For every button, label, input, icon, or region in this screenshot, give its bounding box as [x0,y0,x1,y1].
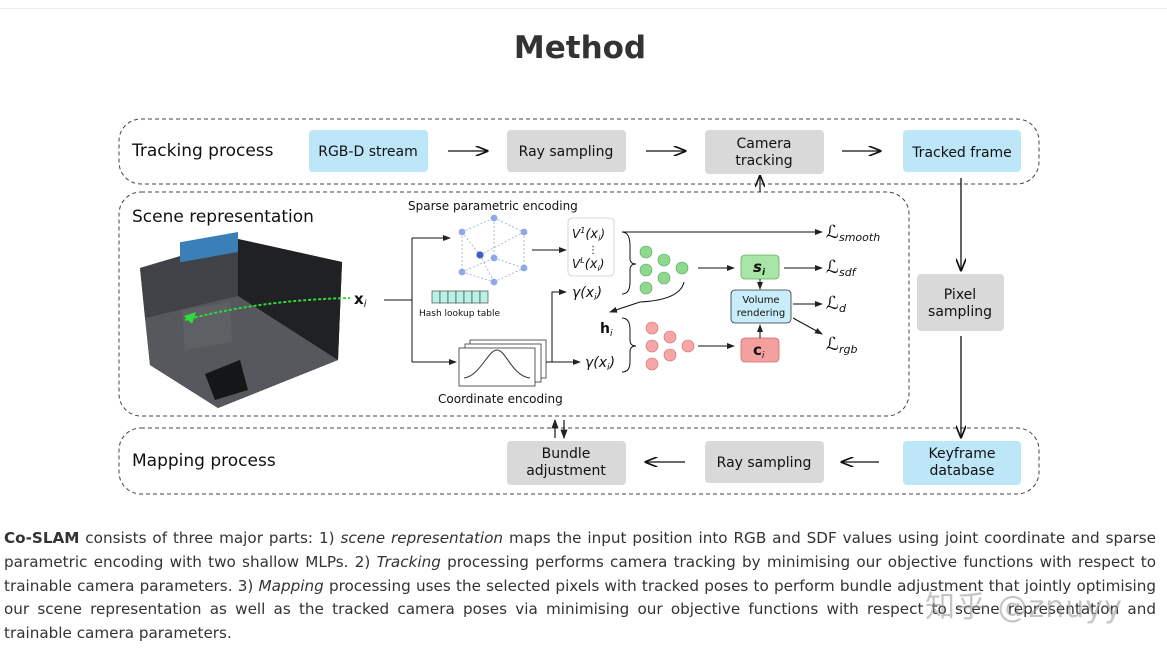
feature-V-box [567,217,615,277]
ray-sampling-bottom-label: Ray sampling [717,455,812,471]
loss-d: ℒd [826,293,847,315]
pixel-sampling-label-1: Pixel [944,287,976,303]
caption-italic-1: scene representation [340,529,504,547]
page-title: Method [513,30,647,66]
caption-text-2: maps the input position into RGB and SDF… [4,529,1156,571]
volume-rendering-label-2: rendering [737,308,785,319]
bundle-adjustment-label-2: adjustment [526,463,606,479]
gamma-bottom: γ(xi) [585,355,615,373]
camera-tracking-box [705,130,824,174]
mapping-process-frame [118,427,1040,495]
tracking-process-frame [118,118,1040,185]
bundle-adjustment-label-1: Bundle [542,446,591,462]
feature-V-dots: ⋮ [588,245,598,256]
bundle-adjustment-box [507,441,626,485]
caption-text-1: consists of three major parts: 1) [79,529,341,547]
gamma-top: γ(xi) [572,285,602,303]
sparse-encoding-title: Sparse parametric encoding [408,199,578,213]
method-diagram: Tracking process Scene representation Ma… [118,118,1040,495]
tracked-frame-label: Tracked frame [911,145,1012,161]
brace-top [621,231,637,295]
pixel-sampling-box [917,274,1004,331]
caption-italic-2: Tracking [376,552,441,571]
watermark: 知乎 @znuyy [925,590,1123,625]
rgb-output-symbol: ci [753,341,765,361]
brace-bottom [621,317,637,373]
bidirectional-arrow [551,418,568,440]
loss-smooth: ℒsmooth [826,222,880,244]
hash-lookup-table-graphic [431,290,489,304]
keyframe-database-label-2: database [930,463,995,479]
keyframe-database-box [903,441,1021,485]
camera-tracking-label-2: tracking [735,153,792,169]
arrow-to-loss-rgb [792,317,823,335]
arrow-geometry-to-h [609,281,685,313]
loss-sdf: ℒsdf [826,257,858,279]
color-mlp-nodes [645,321,695,371]
geometry-mlp-nodes [639,245,689,295]
feature-V-top: V1(xi) [572,226,605,243]
caption-lead: Co-SLAM [4,529,80,547]
arrow-to-gamma-top [551,289,567,362]
hash-lookup-label: Hash lookup table [419,309,501,319]
ray-sampling-bottom-box [705,441,824,483]
rgbd-stream-box [309,130,428,172]
scene-representation-label: Scene representation [132,207,314,227]
caption-text-4: processing uses the selected pixels with… [4,576,1157,643]
caption-text-3: processing performs camera tracking by m… [4,552,1157,595]
input-x-label: xi [354,290,367,310]
sdf-output-symbol: si [753,258,766,278]
ray-sampling-top-box [507,130,626,172]
volume-rendering-box [730,289,792,324]
rgbd-stream-label: RGB-D stream [318,144,418,160]
feature-h-label: hi [600,321,613,339]
coordinate-encoding-label: Coordinate encoding [438,392,563,406]
scene-representation-frame [118,191,910,417]
tracked-frame-box [903,130,1021,172]
figure-caption: Co-SLAM consists of three major parts: 1… [4,527,1156,646]
sparse-grid-graphic [461,217,525,283]
ray-sampling-top-label: Ray sampling [519,144,614,160]
scene-room-image [140,232,351,408]
mapping-process-label: Mapping process [132,451,276,471]
caption-italic-3: Mapping [258,576,324,595]
pixel-sampling-label-2: sampling [928,304,992,320]
loss-rgb: ℒrgb [826,334,857,356]
keyframe-database-label-1: Keyframe [929,446,996,462]
volume-rendering-label-1: Volume [742,295,779,306]
sparse-grid-nodes [458,214,528,286]
tracking-process-label: Tracking process [131,141,274,161]
coordinate-encoding-graphic [458,339,547,387]
camera-tracking-label-1: Camera [737,136,792,152]
feature-V-bottom: VL(xi) [572,256,604,273]
top-divider [0,8,1167,9]
